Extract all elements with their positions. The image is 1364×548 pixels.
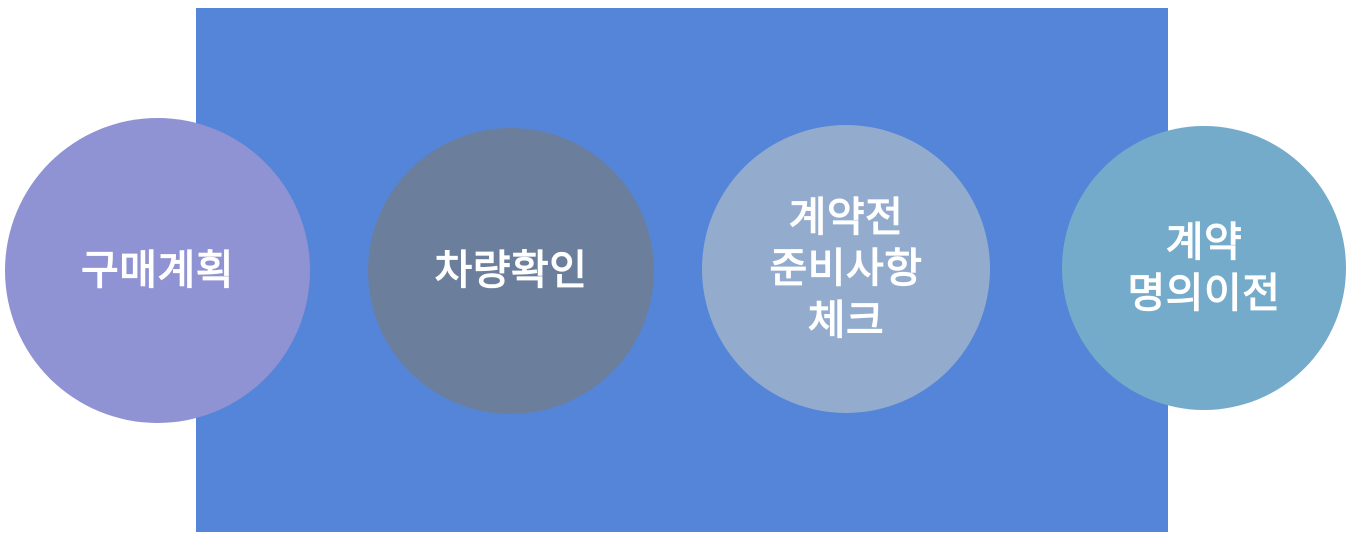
step-circle-precontract-checklist: 계약전 준비사항 체크 xyxy=(702,125,990,413)
step-label: 계약전 준비사항 체크 xyxy=(769,194,923,343)
step-circle-purchase-plan: 구매계획 xyxy=(5,118,310,423)
step-circle-contract-title-transfer: 계약 명의이전 xyxy=(1062,126,1346,410)
step-label: 차량확인 xyxy=(434,247,588,294)
step-label: 계약 명의이전 xyxy=(1127,218,1281,316)
step-label: 구매계획 xyxy=(81,246,234,293)
background-rectangle xyxy=(196,8,1168,532)
step-circle-vehicle-check: 차량확인 xyxy=(368,128,654,414)
